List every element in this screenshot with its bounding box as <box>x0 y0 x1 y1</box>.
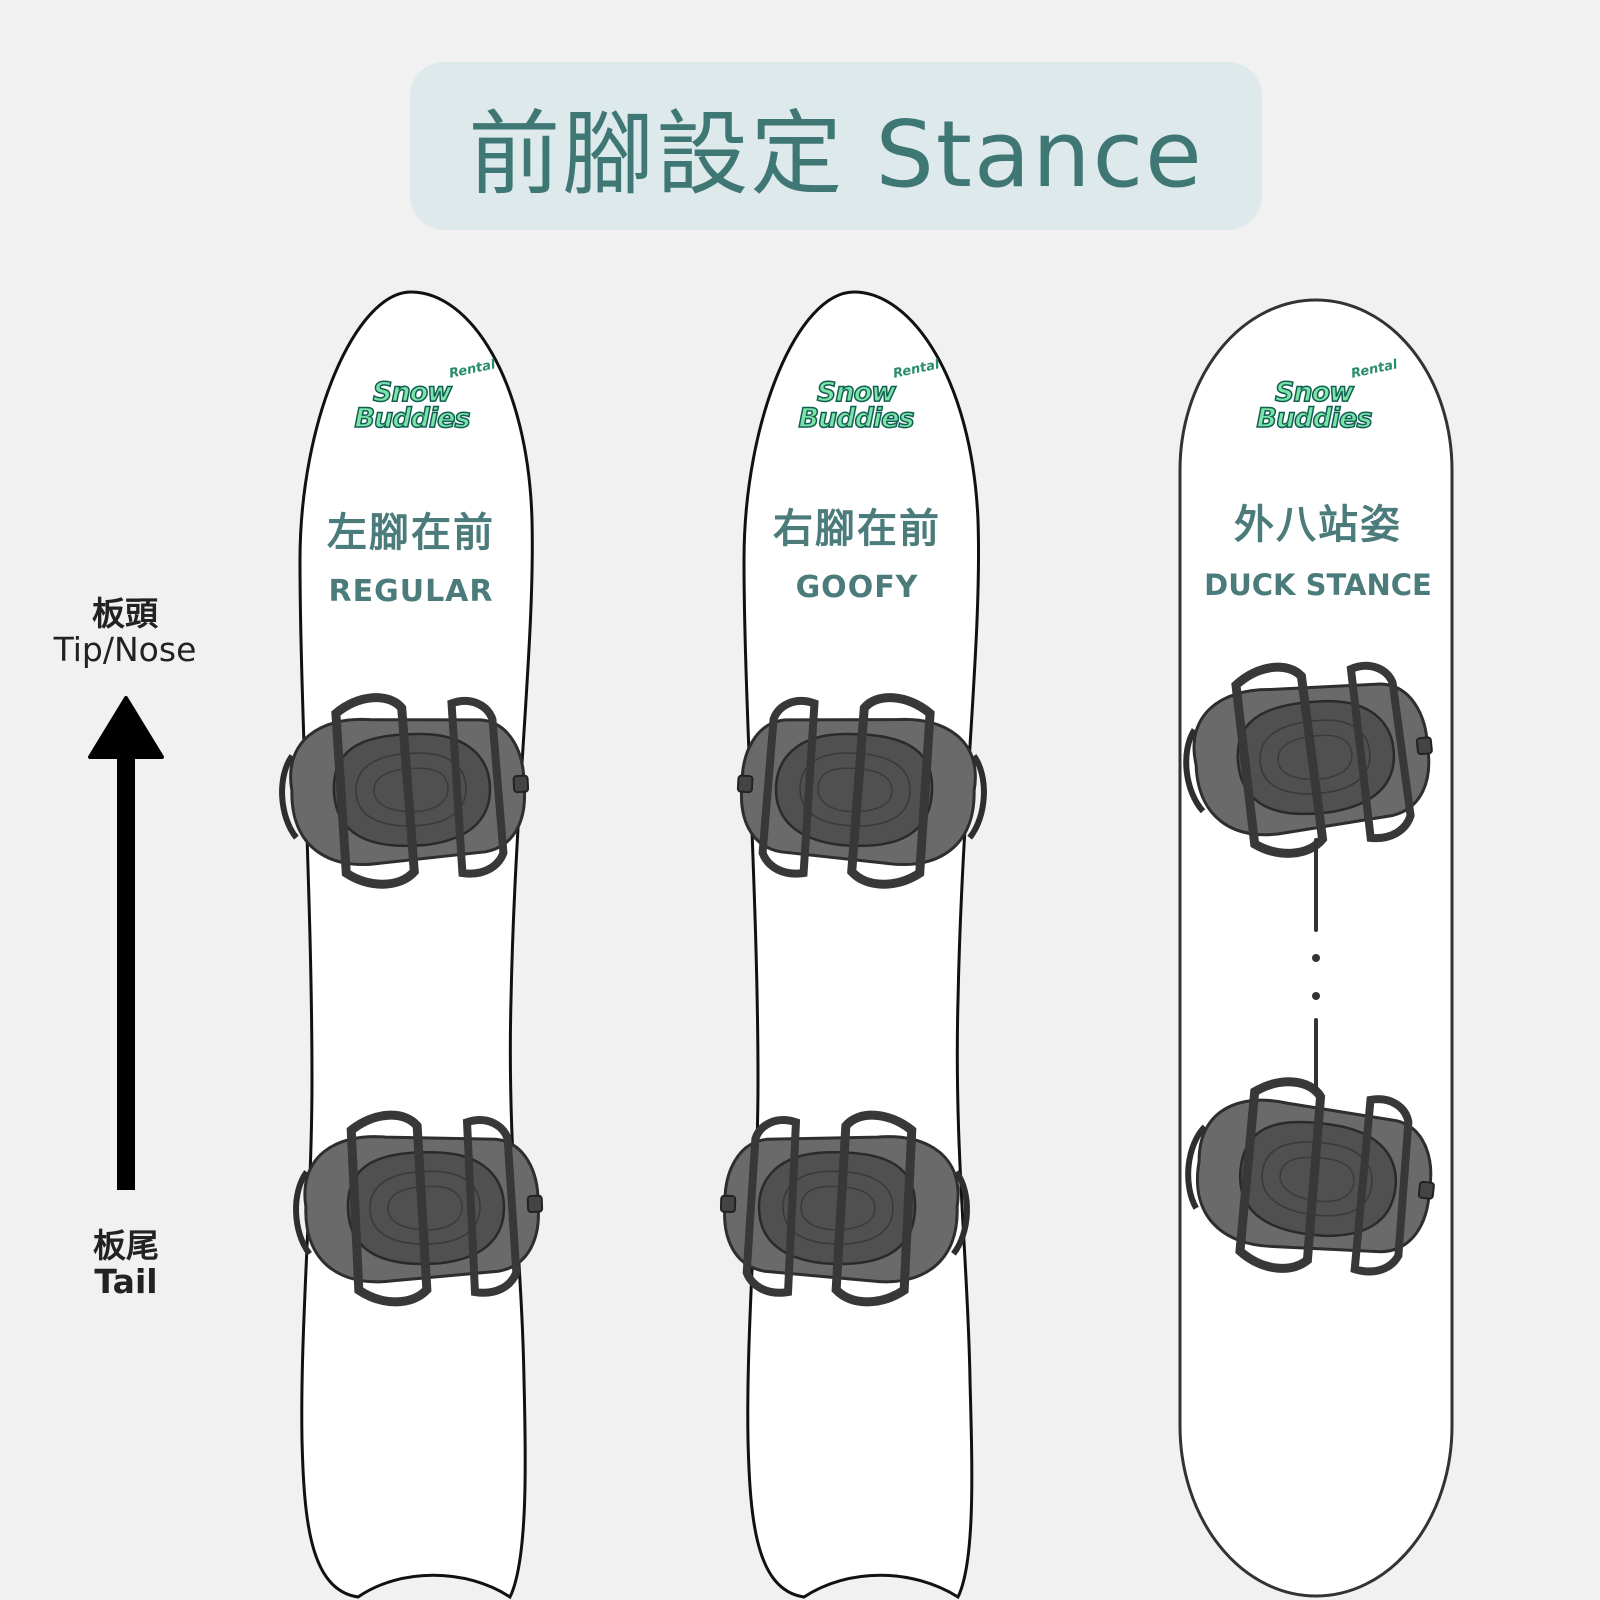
tail-label-zh: 板尾 <box>93 1226 159 1265</box>
title-banner: 前腳設定 Stance <box>410 62 1262 230</box>
nose-label-en: Tip/Nose <box>53 629 197 669</box>
board-label-regular-en: REGULAR <box>328 574 494 609</box>
brand-logo-goofy: Rental Snow Buddies <box>798 357 941 434</box>
page-title: 前腳設定 Stance <box>468 100 1204 208</box>
board-label-duck-zh: 外八站姿 <box>1234 502 1402 548</box>
brand-logo-duck: Rental Snow Buddies <box>1256 357 1399 434</box>
board-label-goofy-zh: 右腳在前 <box>773 506 941 552</box>
board-label-regular-zh: 左腳在前 <box>327 510 495 556</box>
tail-label-en: Tail <box>94 1261 158 1301</box>
direction-arrow-head <box>88 696 164 759</box>
snowboard-regular <box>298 290 534 1600</box>
board-label-goofy-en: GOOFY <box>795 570 919 605</box>
nose-label-zh: 板頭 <box>92 594 158 633</box>
centerline-dash <box>1312 838 1320 1092</box>
board-label-duck-en: DUCK STANCE <box>1204 568 1432 602</box>
brand-logo-regular: Rental Snow Buddies <box>354 357 497 434</box>
tail-label: 板尾 Tail <box>56 1228 196 1299</box>
snowboard-goofy <box>742 290 981 1600</box>
nose-label: 板頭 Tip/Nose <box>30 596 220 667</box>
